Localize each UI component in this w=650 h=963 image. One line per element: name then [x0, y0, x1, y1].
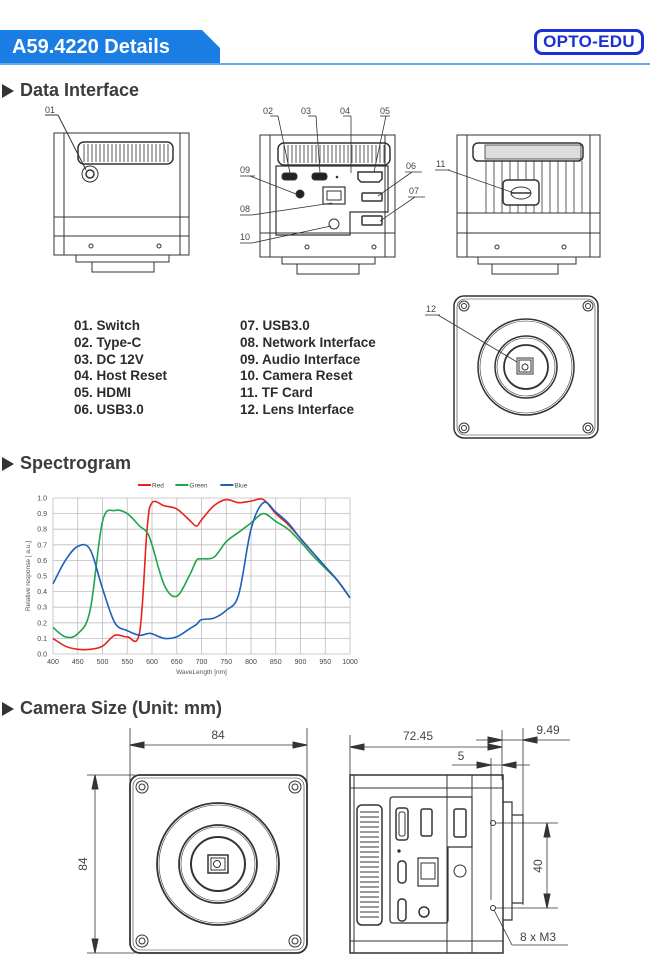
brand-logo: OPTO-EDU — [534, 29, 644, 55]
callout-label: 03 — [301, 106, 311, 116]
x-tick-label: 500 — [97, 659, 109, 666]
section-title-camera-size: Camera Size (Unit: mm) — [2, 698, 222, 719]
legend-item: 03. DC 12V — [74, 351, 144, 367]
play-triangle-icon — [2, 456, 14, 471]
callout-label: 05 — [380, 106, 390, 116]
switch-button — [81, 165, 99, 183]
x-tick-label: 850 — [270, 659, 282, 666]
callout-label: 04 — [340, 106, 350, 116]
legend-item: 07. USB3.0 — [240, 318, 310, 333]
series-line-blue — [52, 501, 351, 640]
x-tick-label: 700 — [196, 659, 208, 666]
series-line-green — [52, 509, 351, 639]
camera-body-outline — [53, 132, 190, 256]
y-tick-label: 0.0 — [37, 652, 47, 659]
interface-legend-right: 07. USB3.0 08. Network Interface 09. Aud… — [240, 318, 376, 419]
x-axis-ticks: 400 450 500 550 600 650 700 750 800 850 900 950 1000 — [47, 659, 358, 666]
camera-back-view-drawing: 02 03 04 05 06 07 08 09 10 — [240, 106, 425, 275]
section-title-text: Camera Size (Unit: mm) — [20, 698, 223, 718]
callout-label: 02 — [263, 106, 273, 116]
header-banner — [0, 30, 220, 64]
callout-label: 10 — [240, 232, 250, 242]
callout-label: 09 — [240, 165, 250, 175]
section-title-data-interface: Data Interface — [2, 80, 139, 101]
y-axis-ticks: 0.0 0.1 0.2 0.3 0.4 0.5 0.6 0.7 0.8 0.9 1.0 — [37, 496, 47, 659]
y-tick-label: 0.5 — [37, 574, 47, 581]
chart-series — [52, 498, 351, 651]
y-tick-label: 0.4 — [37, 589, 47, 596]
dimension-flange-label: 5 — [458, 749, 465, 763]
camera-front-dimension-drawing: 84 84 — [76, 728, 308, 954]
y-tick-label: 0.7 — [37, 542, 47, 549]
y-tick-label: 0.3 — [37, 605, 47, 612]
x-tick-label: 900 — [295, 659, 307, 666]
callout-label: 08 — [240, 204, 250, 214]
legend-label-red: Red — [152, 483, 164, 490]
sensor-window — [516, 357, 534, 375]
callout-label: 06 — [406, 161, 416, 171]
interface-legend-left: 01. Switch 02. Type-C 03. DC 12V 04. Hos… — [74, 318, 167, 419]
x-tick-label: 950 — [319, 659, 331, 666]
camera-side-dimension-drawing: 72.45 9.49 5 40 8 x M3 — [349, 723, 570, 954]
dimension-depth-label: 72.45 — [403, 729, 433, 743]
camera-front-view-drawing: 01 — [45, 105, 190, 273]
x-tick-label: 550 — [121, 659, 133, 666]
dimension-height-label: 84 — [76, 857, 90, 871]
x-tick-label: 650 — [171, 659, 183, 666]
legend-label-blue: Blue — [234, 483, 247, 490]
legend-item: 05. HDMI — [74, 385, 132, 401]
callout-leader — [57, 114, 87, 171]
heat-sink-grille — [77, 141, 174, 165]
section-title-text: Spectrogram — [20, 453, 132, 473]
page-title: A59.4220 Details — [12, 36, 170, 58]
legend-label-green: Green — [189, 483, 207, 490]
legend-item: 10. Camera Reset — [240, 368, 353, 384]
x-tick-label: 600 — [146, 659, 158, 666]
callout-label: 01 — [45, 105, 55, 115]
x-tick-label: 400 — [47, 659, 59, 666]
callout-label: 11 — [436, 159, 445, 169]
play-triangle-icon — [2, 701, 14, 716]
x-tick-label: 750 — [220, 659, 232, 666]
header-divider — [0, 63, 650, 65]
dimension-lens-mount-label: 9.49 — [536, 723, 560, 737]
y-tick-label: 0.8 — [37, 527, 47, 534]
legend-item: 12. Lens Interface — [240, 401, 355, 417]
legend-item: 08. Network Interface — [240, 334, 376, 350]
y-tick-label: 0.1 — [37, 636, 47, 643]
chart-legend: Red Green Blue — [138, 483, 248, 490]
y-tick-label: 0.2 — [37, 620, 47, 627]
spectrogram-chart: Red Green Blue 0.0 0.1 0.2 0.3 0.4 0.5 0.6 0.7 0.8… — [25, 483, 358, 677]
x-tick-label: 800 — [245, 659, 257, 666]
legend-item: 06. USB3.0 — [74, 401, 144, 417]
y-axis-label: Relative response [ a.u.] — [25, 541, 32, 611]
section-title-text: Data Interface — [20, 80, 140, 100]
legend-item: 02. Type-C — [74, 334, 142, 350]
camera-lens-view-drawing: 12 — [425, 295, 599, 439]
sensor-window — [207, 854, 229, 874]
legend-item: 04. Host Reset — [74, 368, 168, 384]
section-title-spectrogram: Spectrogram — [2, 453, 131, 474]
y-tick-label: 0.9 — [37, 511, 47, 518]
dimension-width-label: 84 — [211, 728, 225, 742]
chart-grid — [52, 497, 351, 655]
x-tick-label: 1000 — [342, 659, 358, 666]
legend-item: 09. Audio Interface — [240, 351, 361, 367]
heat-sink-grille — [356, 804, 383, 926]
x-axis-label: WaveLength [nm] — [176, 669, 227, 676]
dimension-screws-label: 8 x M3 — [520, 930, 556, 944]
play-triangle-icon — [2, 83, 14, 98]
y-tick-label: 0.6 — [37, 558, 47, 565]
x-tick-label: 450 — [72, 659, 84, 666]
legend-item: 01. Switch — [74, 318, 141, 333]
dimension-hole-spacing-label: 40 — [531, 859, 545, 873]
y-tick-label: 1.0 — [37, 496, 47, 503]
callout-label: 07 — [409, 186, 419, 196]
legend-item: 11. TF Card — [240, 385, 313, 401]
callout-label: 12 — [426, 304, 436, 314]
camera-side-view-drawing: 11 — [435, 134, 601, 275]
